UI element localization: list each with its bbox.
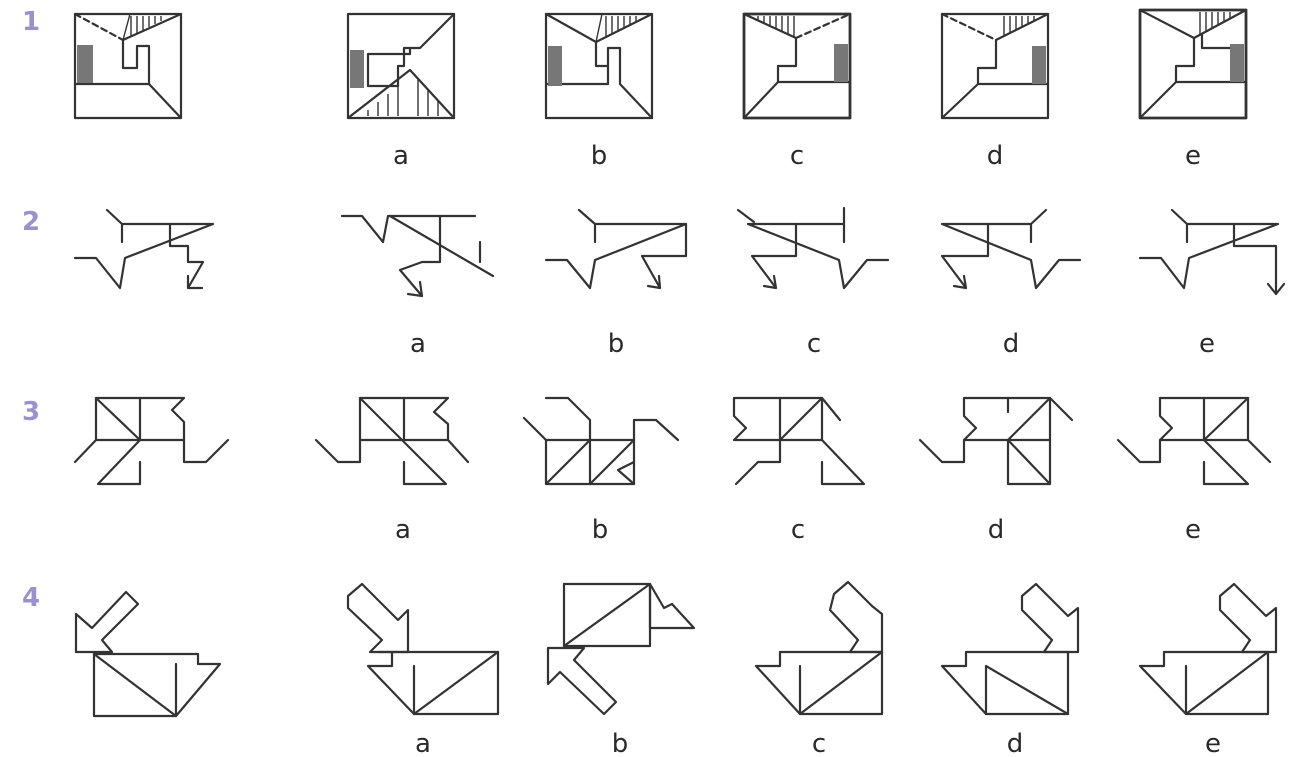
row2-option-c-figure[interactable] (738, 208, 888, 288)
row2-option-b-figure[interactable] (546, 210, 686, 288)
row1-option-d-figure[interactable] (942, 14, 1048, 118)
row-number-2: 2 (22, 207, 40, 237)
row3-option-b-figure[interactable] (524, 398, 678, 484)
row1-label-a: a (393, 141, 409, 171)
row3-option-labels: a b c d e (395, 515, 1201, 545)
row4-option-c-figure[interactable] (756, 582, 882, 714)
row3-label-c: c (791, 515, 805, 545)
row3-option-c-figure[interactable] (734, 398, 864, 484)
row1-question-figure (75, 14, 181, 118)
row1-option-a-figure[interactable] (348, 14, 454, 118)
row3-label-e: e (1185, 515, 1201, 545)
row1-label-b: b (591, 141, 608, 171)
row2-label-e: e (1199, 329, 1215, 359)
row-number-1: 1 (22, 7, 40, 37)
row4-label-d: d (1007, 729, 1024, 757)
row3-question-figure (75, 398, 228, 484)
row4-option-b-figure[interactable] (548, 584, 694, 714)
row3-option-e-figure[interactable] (1118, 398, 1270, 484)
row1-label-d: d (987, 141, 1004, 171)
row2-label-b: b (608, 329, 625, 359)
row4-option-d-figure[interactable] (942, 584, 1078, 714)
row4-option-labels: a b c d e (415, 729, 1221, 757)
row2-label-c: c (807, 329, 821, 359)
row2-question-figure (75, 210, 213, 288)
row1-option-b-figure[interactable] (546, 14, 652, 118)
row4-option-a-figure[interactable] (348, 584, 498, 714)
row3-label-d: d (988, 515, 1005, 545)
row1-label-e: e (1185, 141, 1201, 171)
row2-option-labels: a b c d e (410, 329, 1215, 359)
row2-option-a-figure[interactable] (342, 216, 493, 296)
row-number-4: 4 (22, 583, 40, 613)
row2-label-d: d (1003, 329, 1020, 359)
row2-option-e-figure[interactable] (1140, 210, 1284, 294)
row4-label-c: c (812, 729, 826, 757)
row-number-3: 3 (22, 397, 40, 427)
row2-label-a: a (410, 329, 426, 359)
row3-option-d-figure[interactable] (920, 398, 1072, 484)
row3-option-a-figure[interactable] (316, 398, 468, 484)
row1-option-labels: a b c d e (393, 141, 1201, 171)
row4-option-e-figure[interactable] (1140, 584, 1276, 714)
row4-label-b: b (612, 729, 629, 757)
row3-label-a: a (395, 515, 411, 545)
row1-option-c-figure[interactable] (744, 14, 850, 118)
row1-option-e-figure[interactable] (1140, 10, 1246, 118)
row4-label-a: a (415, 729, 431, 757)
row2-option-d-figure[interactable] (942, 210, 1080, 288)
row4-label-e: e (1205, 729, 1221, 757)
row3-label-b: b (592, 515, 609, 545)
row4-question-figure (76, 592, 220, 716)
row1-label-c: c (790, 141, 804, 171)
